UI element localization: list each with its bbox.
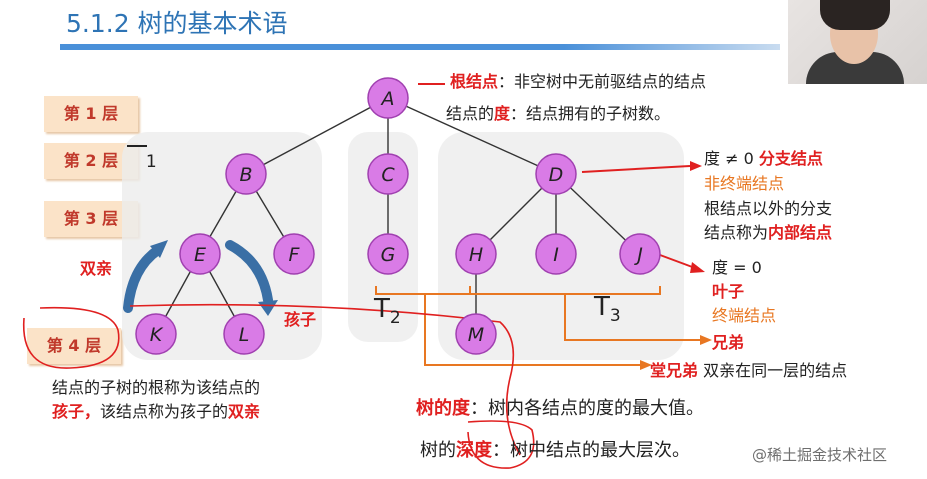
- child-arrowhead: [258, 300, 278, 316]
- child-label: 孩子: [284, 310, 317, 329]
- node-B: B: [225, 153, 267, 195]
- leaf-arrowhead: [690, 262, 705, 273]
- node-J: J: [619, 233, 661, 275]
- cousin-bracket-leg: [424, 294, 640, 366]
- leaf-pointer: [659, 254, 696, 269]
- node-label-A: A: [380, 88, 395, 110]
- t1-subscript: 1: [145, 152, 157, 172]
- node-label-M: M: [468, 324, 484, 346]
- subtree-label-t1: T1: [130, 138, 157, 172]
- cousin-annotation: 堂兄弟 双亲在同一层的结点: [650, 361, 848, 380]
- node-circle-M: [455, 313, 497, 355]
- page-title: 5.1.2 树的基本术语: [66, 9, 288, 38]
- sibling-bracket-leg: [564, 294, 700, 341]
- branch-annotation: 度 ≠ 0 分支结点: [704, 149, 823, 168]
- node-label-F: F: [289, 244, 301, 266]
- watermark: @稀土掘金技术社区: [752, 446, 888, 464]
- branch-pointer: [581, 165, 691, 173]
- subtree-label-t3: T3: [594, 292, 621, 326]
- depth-scribble: [129, 303, 521, 456]
- degree-annotation: 结点的度：结点拥有的子树数。: [446, 104, 671, 123]
- node-A: A: [367, 77, 409, 119]
- node-label-E: E: [194, 244, 206, 266]
- sibling-label: 兄弟: [712, 333, 745, 352]
- node-label-H: H: [469, 244, 483, 266]
- node-label-G: G: [381, 244, 396, 266]
- leaf-condition: 度 = 0: [712, 258, 762, 277]
- node-circle-A: [367, 77, 409, 119]
- t2-main: T: [374, 294, 390, 324]
- sibling-arrowhead: [700, 335, 712, 345]
- internal-annotation-line1: 根结点以外的分支: [704, 199, 833, 218]
- node-label-C: C: [381, 164, 395, 186]
- nonterminal-annotation: 非终端结点: [704, 174, 785, 193]
- t2-subscript: 2: [389, 308, 401, 328]
- terminal-annotation: 终端结点: [712, 306, 777, 325]
- internal-annotation-line2: 结点称为内部结点: [704, 223, 833, 242]
- layer-scribble: [22, 306, 120, 369]
- node-circle-L: [223, 313, 265, 355]
- node-I: I: [535, 233, 577, 275]
- node-circle-B: [225, 153, 267, 195]
- node-F: F: [273, 233, 315, 275]
- node-circle-C: [367, 153, 409, 195]
- node-circle-J: [619, 233, 661, 275]
- node-circle-H: [455, 233, 497, 275]
- parent-arrow: [123, 245, 163, 313]
- t3-subscript: 3: [609, 306, 621, 326]
- leaf-term: 叶子: [712, 282, 745, 301]
- presenter-hair: [820, 0, 890, 30]
- tree-degree-annotation: 树的度：树内各结点的度的最大值。: [416, 398, 704, 419]
- depth-annotation: 树的深度：树中结点的最大层次。: [420, 440, 690, 461]
- depth-circle: [467, 420, 535, 469]
- node-label-L: L: [239, 324, 250, 346]
- node-label-D: D: [549, 164, 564, 186]
- cousin-bracket: [375, 286, 471, 295]
- node-L: L: [223, 313, 265, 355]
- t3-main: T: [594, 292, 610, 322]
- node-C: C: [367, 153, 409, 195]
- node-circle-F: [273, 233, 315, 275]
- node-K: K: [135, 313, 177, 355]
- node-E: E: [179, 233, 221, 275]
- node-label-J: J: [633, 244, 643, 266]
- node-H: H: [455, 233, 497, 275]
- child-definition-line1: 结点的子树的根称为该结点的: [52, 378, 261, 397]
- layer-4-label: 第 4 层: [27, 328, 121, 364]
- branch-arrowhead: [690, 161, 702, 171]
- edge-A-B: [245, 97, 389, 175]
- subtree-label-t2: T2: [374, 294, 401, 328]
- node-circle-E: [179, 233, 221, 275]
- node-circle-D: [535, 153, 577, 195]
- title-underline: [60, 44, 780, 50]
- cousin-arrowhead: [640, 360, 652, 370]
- child-definition-line2: 孩子，该结点称为孩子的双亲: [52, 402, 261, 421]
- node-D: D: [535, 153, 577, 195]
- node-circle-G: [367, 233, 409, 275]
- parent-label: 双亲: [80, 259, 113, 278]
- root-annotation: 根结点：非空树中无前驱结点的结点: [450, 72, 707, 91]
- node-label-K: K: [150, 324, 164, 346]
- parent-arrowhead: [150, 240, 168, 258]
- node-circle-K: [135, 313, 177, 355]
- child-arrow: [225, 240, 273, 305]
- layer-1-label: 第 1 层: [44, 96, 138, 132]
- node-G: G: [367, 233, 409, 275]
- node-label-I: I: [553, 244, 559, 266]
- edge-A-D: [387, 97, 557, 175]
- node-M: M: [455, 313, 497, 355]
- node-label-B: B: [239, 164, 252, 186]
- node-circle-I: [535, 233, 577, 275]
